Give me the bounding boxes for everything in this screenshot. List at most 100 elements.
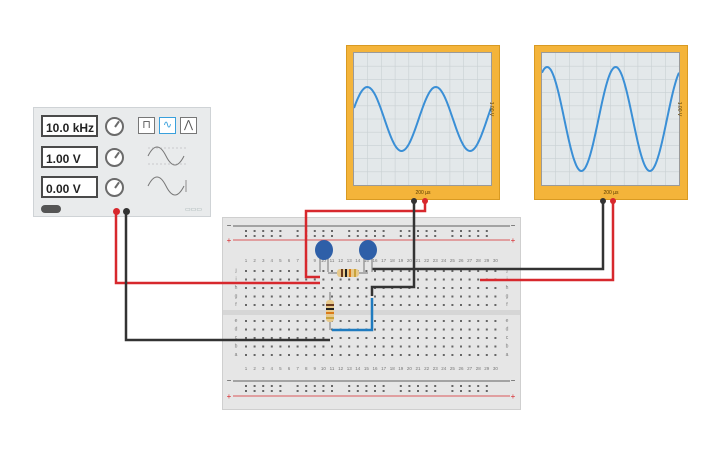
svg-text:+: +: [511, 392, 516, 401]
svg-text:25: 25: [450, 366, 456, 371]
svg-text:2: 2: [253, 366, 256, 371]
amplitude-display[interactable]: 1.00 V: [41, 146, 98, 168]
offset-knob[interactable]: [105, 178, 124, 197]
svg-text:12: 12: [338, 366, 344, 371]
svg-text:18: 18: [390, 258, 396, 263]
square-wave-button[interactable]: ⊓: [138, 117, 155, 134]
frequency-knob[interactable]: [105, 117, 124, 136]
oscilloscope-1-trace: [353, 53, 492, 185]
svg-text:15: 15: [364, 258, 370, 263]
svg-text:j: j: [234, 268, 236, 274]
svg-text:20: 20: [407, 366, 413, 371]
offset-display[interactable]: 0.00 V: [41, 176, 98, 198]
svg-text:1: 1: [245, 366, 248, 371]
red-wire-generator[interactable]: [114, 212, 320, 285]
oscilloscope-1-time-label: 200 µs: [415, 190, 431, 196]
svg-text:23: 23: [433, 258, 439, 263]
svg-text:a: a: [235, 352, 238, 358]
svg-text:4: 4: [271, 366, 274, 371]
svg-text:c: c: [506, 335, 509, 341]
frequency-display[interactable]: 10.0 kHz: [41, 115, 98, 137]
svg-text:f: f: [235, 302, 237, 308]
svg-text:17: 17: [381, 366, 387, 371]
svg-text:21: 21: [415, 366, 421, 371]
svg-text:11: 11: [330, 258, 335, 263]
svg-text:8: 8: [305, 366, 308, 371]
red-wire-scope1[interactable]: [304, 203, 427, 279]
svg-text:4: 4: [271, 258, 274, 263]
svg-text:h: h: [506, 285, 509, 291]
negative-terminal[interactable]: [123, 208, 130, 215]
triangle-wave-button[interactable]: ⋀: [180, 117, 197, 134]
svg-text:10: 10: [321, 258, 327, 263]
oscilloscope-2-screen: [541, 52, 680, 186]
red-wire-scope2[interactable]: [480, 203, 615, 282]
svg-text:d: d: [235, 327, 238, 333]
svg-text:27: 27: [467, 366, 473, 371]
svg-text:e: e: [506, 318, 509, 324]
power-switch[interactable]: [41, 205, 61, 213]
svg-text:b: b: [506, 344, 509, 350]
svg-text:24: 24: [441, 258, 447, 263]
svg-text:28: 28: [476, 258, 482, 263]
amplitude-knob[interactable]: [105, 148, 124, 167]
svg-text:26: 26: [458, 258, 464, 263]
svg-text:9: 9: [314, 366, 317, 371]
svg-text:−: −: [227, 376, 232, 385]
svg-text:−: −: [511, 221, 516, 230]
scope1-black-probe[interactable]: [411, 198, 417, 204]
svg-text:23: 23: [433, 366, 439, 371]
svg-text:+: +: [227, 236, 232, 245]
scope1-red-probe[interactable]: [422, 198, 428, 204]
capacitor-2[interactable]: [359, 240, 377, 272]
svg-text:28: 28: [476, 366, 482, 371]
svg-text:+: +: [227, 392, 232, 401]
svg-text:6: 6: [288, 258, 291, 263]
svg-text:16: 16: [372, 366, 378, 371]
blue-wire[interactable]: [332, 298, 374, 332]
svg-text:13: 13: [347, 258, 353, 263]
svg-text:5: 5: [279, 366, 282, 371]
svg-text:13: 13: [347, 366, 353, 371]
svg-text:30: 30: [493, 258, 499, 263]
scope2-red-probe[interactable]: [610, 198, 616, 204]
svg-text:25: 25: [450, 258, 456, 263]
svg-text:a: a: [506, 352, 509, 358]
svg-text:27: 27: [467, 258, 473, 263]
resistor-vertical[interactable]: [326, 292, 334, 330]
svg-text:10: 10: [321, 366, 327, 371]
svg-text:−: −: [227, 221, 232, 230]
svg-text:c: c: [235, 335, 238, 341]
positive-terminal[interactable]: [113, 208, 120, 215]
svg-text:d: d: [506, 327, 509, 333]
svg-text:h: h: [235, 285, 238, 291]
svg-text:14: 14: [355, 366, 361, 371]
amplitude-wave-icon: [147, 146, 186, 166]
scope2-black-probe[interactable]: [600, 198, 606, 204]
sine-wave-button[interactable]: ∿: [159, 117, 176, 134]
svg-text:f: f: [506, 302, 508, 308]
oscilloscope-2: 200 µs 1.00 V: [534, 45, 688, 200]
svg-text:7: 7: [296, 366, 299, 371]
svg-text:16: 16: [372, 258, 378, 263]
oscilloscope-1-screen: [353, 52, 492, 186]
svg-text:26: 26: [458, 366, 464, 371]
svg-text:2: 2: [253, 258, 256, 263]
brand-label: ▭▭▭: [184, 207, 202, 213]
svg-text:b: b: [235, 344, 238, 350]
svg-text:20: 20: [407, 258, 413, 263]
svg-text:18: 18: [390, 366, 396, 371]
svg-text:g: g: [506, 294, 509, 300]
svg-text:3: 3: [262, 366, 265, 371]
black-wire-scope2[interactable]: [372, 203, 605, 271]
svg-text:22: 22: [424, 258, 430, 263]
black-wire-generator[interactable]: [124, 212, 330, 342]
black-wire-scope1[interactable]: [370, 203, 416, 296]
svg-text:21: 21: [415, 258, 421, 263]
svg-text:19: 19: [398, 366, 404, 371]
svg-text:11: 11: [330, 366, 335, 371]
svg-text:7: 7: [296, 258, 299, 263]
resistor-horizontal[interactable]: [328, 269, 368, 277]
capacitor-1[interactable]: [315, 240, 333, 272]
